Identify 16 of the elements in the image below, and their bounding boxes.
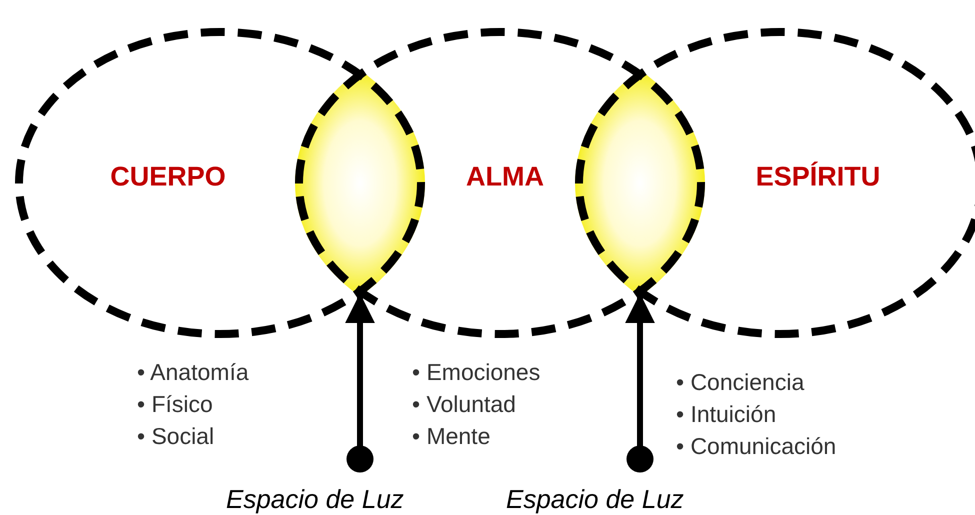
bullet-item: • Anatomía — [137, 358, 249, 387]
caption-text: Espacio de Luz — [226, 484, 404, 515]
bullet-item: • Físico — [137, 390, 214, 419]
bullet-item: • Voluntad — [412, 390, 517, 419]
bullet-item: • Mente — [412, 422, 492, 451]
circle-title: CUERPO — [110, 162, 226, 192]
pointer-arrow — [345, 293, 375, 472]
bullet-item: • Conciencia — [676, 368, 806, 397]
caption-text: Espacio de Luz — [506, 484, 684, 515]
circle-title: ESPÍRITU — [756, 162, 880, 192]
bullet-item: • Social — [137, 422, 216, 451]
circle-title: ALMA — [466, 162, 544, 192]
pointer-arrow — [625, 293, 655, 472]
bullet-item: • Emociones — [412, 358, 540, 387]
bullet-item: • Intuición — [676, 400, 778, 429]
bullet-item: • Comunicación — [676, 432, 836, 461]
